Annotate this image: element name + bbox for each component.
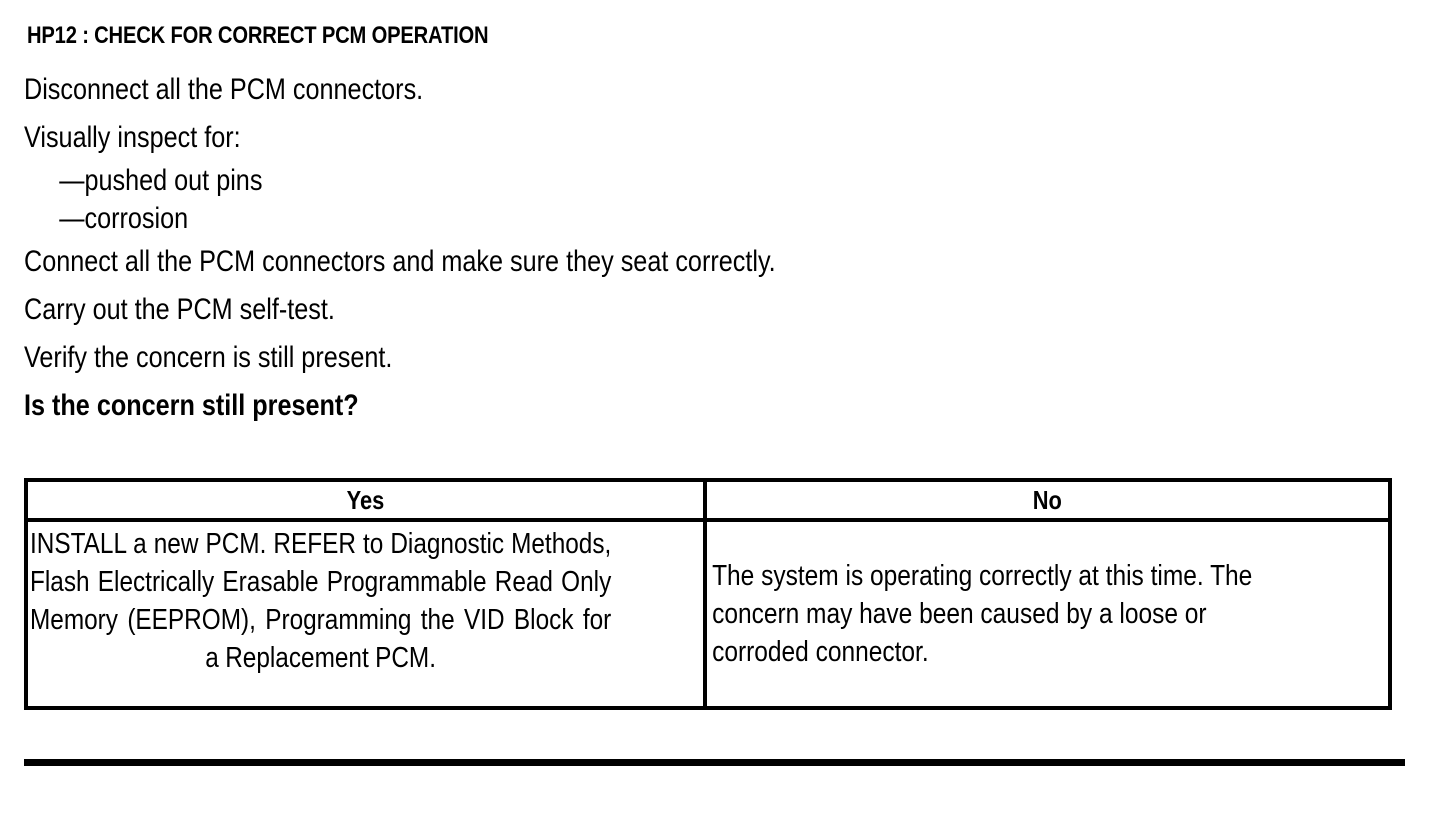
instruction-sub-item: —pushed out pins — [59, 164, 263, 197]
instruction-step: Verify the concern is still present. — [24, 341, 393, 374]
instruction-step: Connect all the PCM connectors and make … — [24, 245, 776, 278]
decision-table: Yes No INSTALL a new PCM. REFER to Diagn… — [24, 478, 1392, 710]
instruction-list: Disconnect all the PCM connectors. Visua… — [24, 66, 1414, 430]
column-header-no: No — [707, 482, 1388, 518]
column-header-no-label: No — [1032, 484, 1063, 515]
table-cell-yes-text: INSTALL a new PCM. REFER to Diagnostic M… — [30, 528, 612, 674]
instruction-step: Disconnect all the PCM connectors. — [24, 73, 424, 106]
table-header-row: Yes No — [28, 482, 1388, 522]
table-row: INSTALL a new PCM. REFER to Diagnostic M… — [28, 522, 1388, 706]
column-header-yes: Yes — [28, 482, 707, 518]
table-cell-no-text: The system is operating correctly at thi… — [712, 560, 1253, 668]
instruction-step: Carry out the PCM self-test. — [24, 293, 335, 326]
page-footer-rule — [24, 759, 1405, 766]
instruction-sub-item: —corrosion — [59, 202, 189, 235]
table-cell-yes: INSTALL a new PCM. REFER to Diagnostic M… — [28, 522, 707, 706]
page-title: HP12 : CHECK FOR CORRECT PCM OPERATION — [27, 22, 489, 49]
column-header-yes-label: Yes — [346, 484, 385, 515]
instruction-step: Visually inspect for: — [24, 121, 241, 154]
decision-question: Is the concern still present? — [24, 389, 359, 422]
table-cell-no: The system is operating correctly at thi… — [707, 522, 1388, 706]
